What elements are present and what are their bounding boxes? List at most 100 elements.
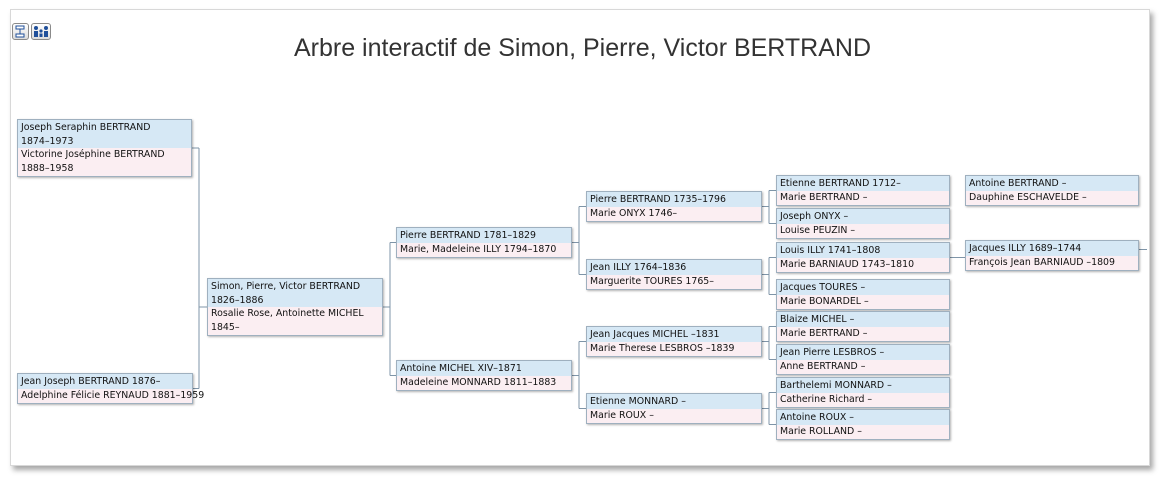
father-text: 1826–1886: [211, 294, 264, 306]
couple-box-child2[interactable]: Jean Joseph BERTRAND 1876– Adelphine Féli…: [17, 373, 205, 404]
mother-text: 1888–1958: [21, 162, 74, 174]
mother-entry[interactable]: Madeleine MONNARD 1811–1883: [397, 375, 571, 390]
father-entry[interactable]: Barthelemi MONNARD –: [777, 378, 949, 393]
father-text: Blaize MICHEL –: [780, 314, 855, 325]
mother-entry[interactable]: Victorine Joséphine BERTRAND 1888–1958: [18, 148, 191, 176]
father-entry[interactable]: Blaize MICHEL –: [777, 312, 949, 327]
mother-entry[interactable]: Catherine Richard –: [777, 392, 949, 407]
father-entry[interactable]: Antoine BERTRAND –: [966, 176, 1138, 191]
mother-text: Marie BERTRAND –: [780, 327, 868, 339]
page-title: Arbre interactif de Simon, Pierre, Victo…: [293, 34, 872, 62]
mother-entry[interactable]: Anne BERTRAND –: [777, 359, 949, 374]
couple-box-g4[interactable]: Etienne MONNARD –Marie ROUX –: [586, 393, 762, 424]
mother-entry[interactable]: Dauphine ESCHAVELDE –: [966, 190, 1138, 205]
mother-text: Adelphine Félicie REYNAUD 1881–1959: [21, 389, 205, 401]
father-entry[interactable]: Jean Joseph BERTRAND 1876–: [18, 374, 192, 389]
mother-entry[interactable]: Marie Therese LESBROS –1839: [587, 341, 761, 356]
mother-entry[interactable]: Marie BERTRAND –: [777, 190, 949, 205]
tree-panel: [10, 9, 1150, 466]
mother-entry[interactable]: Marie BONARDEL –: [777, 294, 949, 309]
father-text: Jean Joseph BERTRAND 1876–: [21, 376, 161, 387]
father-text: Jean ILLY 1764–1836: [590, 262, 687, 273]
father-text: 1874–1973: [21, 135, 74, 147]
father-text: Louis ILLY 1741–1808: [780, 245, 881, 256]
mother-text: Victorine Joséphine BERTRAND: [21, 149, 165, 160]
father-entry[interactable]: Pierre BERTRAND 1735–1796: [587, 192, 761, 207]
mother-entry[interactable]: François Jean BARNIAUD –1809: [966, 255, 1138, 270]
mother-entry[interactable]: Marie ONYX 1746–: [587, 206, 761, 221]
mother-text: Marie BERTRAND –: [780, 191, 868, 203]
couple-box-i1[interactable]: Antoine BERTRAND –Dauphine ESCHAVELDE –: [965, 175, 1139, 206]
father-text: Joseph ONYX –: [780, 211, 849, 222]
father-entry[interactable]: Pierre BERTRAND 1781–1829: [397, 228, 571, 243]
father-entry[interactable]: Jean ILLY 1764–1836: [587, 260, 761, 275]
father-entry[interactable]: Joseph ONYX –: [777, 209, 949, 224]
mother-text: Marie BONARDEL –: [780, 295, 869, 307]
couple-box-h6[interactable]: Jean Pierre LESBROS – Anne BERTRAND –: [776, 344, 950, 375]
mother-text: Rosalie Rose, Antoinette MICHEL: [211, 308, 364, 319]
couple-box-h4[interactable]: Jacques TOURES – Marie BONARDEL –: [776, 279, 950, 310]
father-text: Joseph Seraphin BERTRAND: [21, 122, 151, 133]
mother-text: Louise PEUZIN –: [780, 224, 856, 236]
couple-box-h7[interactable]: Barthelemi MONNARD –Catherine Richard –: [776, 377, 950, 408]
father-entry[interactable]: Jacques TOURES –: [777, 280, 949, 295]
mother-text: Madeleine MONNARD 1811–1883: [400, 376, 557, 388]
father-text: Antoine MICHEL XIV–1871: [400, 363, 522, 374]
father-text: Simon, Pierre, Victor BERTRAND: [211, 281, 361, 292]
mother-text: Marie, Madeleine ILLY 1794–1870: [400, 243, 557, 255]
father-text: Jacques TOURES –: [780, 282, 866, 293]
father-entry[interactable]: Jacques ILLY 1689–1744: [966, 241, 1138, 256]
mother-text: Marie BARNIAUD 1743–1810: [780, 258, 915, 270]
mother-entry[interactable]: Marie ROLLAND –: [777, 424, 949, 439]
father-entry[interactable]: Etienne MONNARD –: [587, 394, 761, 409]
mother-text: Marie ROUX –: [590, 409, 654, 421]
mother-entry[interactable]: Rosalie Rose, Antoinette MICHEL 1845–: [208, 307, 382, 335]
father-text: Jacques ILLY 1689–1744: [969, 243, 1082, 254]
father-entry[interactable]: Antoine MICHEL XIV–1871: [397, 361, 571, 376]
father-text: Pierre BERTRAND 1735–1796: [590, 194, 726, 205]
father-entry[interactable]: Simon, Pierre, Victor BERTRAND 1826–1886: [208, 279, 382, 307]
couple-box-h2[interactable]: Joseph ONYX – Louise PEUZIN –: [776, 208, 950, 239]
mother-text: Dauphine ESCHAVELDE –: [969, 191, 1087, 203]
father-text: Jean Jacques MICHEL –1831: [590, 329, 720, 340]
mother-entry[interactable]: Marie BERTRAND –: [777, 326, 949, 341]
father-entry[interactable]: Louis ILLY 1741–1808: [777, 243, 949, 258]
father-text: Pierre BERTRAND 1781–1829: [400, 230, 536, 241]
mother-text: Catherine Richard –: [780, 393, 873, 405]
mother-text: Anne BERTRAND –: [780, 360, 866, 372]
mother-text: Marie Therese LESBROS –1839: [590, 342, 735, 354]
mother-entry[interactable]: Louise PEUZIN –: [777, 223, 949, 238]
mother-entry[interactable]: Marguerite TOURES 1765–: [587, 274, 761, 289]
mother-text: Marie ONYX 1746–: [590, 207, 678, 219]
father-entry[interactable]: Etienne BERTRAND 1712–: [777, 176, 949, 191]
mother-text: Marie ROLLAND –: [780, 425, 862, 437]
couple-box-h5[interactable]: Blaize MICHEL – Marie BERTRAND –: [776, 311, 950, 342]
father-entry[interactable]: Antoine ROUX –: [777, 410, 949, 425]
family-icon[interactable]: [31, 23, 51, 40]
mother-entry[interactable]: Marie ROUX –: [587, 408, 761, 423]
mother-text: Marguerite TOURES 1765–: [590, 275, 714, 287]
father-entry[interactable]: Joseph Seraphin BERTRAND 1874–1973: [18, 120, 191, 148]
tree-layout-icon[interactable]: [12, 23, 29, 40]
couple-box-h8[interactable]: Antoine ROUX – Marie ROLLAND –: [776, 409, 950, 440]
father-entry[interactable]: Jean Jacques MICHEL –1831: [587, 327, 761, 342]
mother-entry[interactable]: Adelphine Félicie REYNAUD 1881–1959: [18, 388, 205, 403]
father-text: Antoine ROUX –: [780, 412, 854, 423]
mother-entry[interactable]: Marie, Madeleine ILLY 1794–1870: [397, 242, 571, 257]
father-entry[interactable]: Jean Pierre LESBROS –: [777, 345, 949, 360]
mother-entry[interactable]: Marie BARNIAUD 1743–1810: [777, 257, 949, 272]
couple-box-h1[interactable]: Etienne BERTRAND 1712– Marie BERTRAND –: [776, 175, 950, 206]
father-text: Etienne BERTRAND 1712–: [780, 178, 901, 189]
mother-text: 1845–: [211, 321, 240, 333]
father-text: Jean Pierre LESBROS –: [780, 347, 885, 358]
